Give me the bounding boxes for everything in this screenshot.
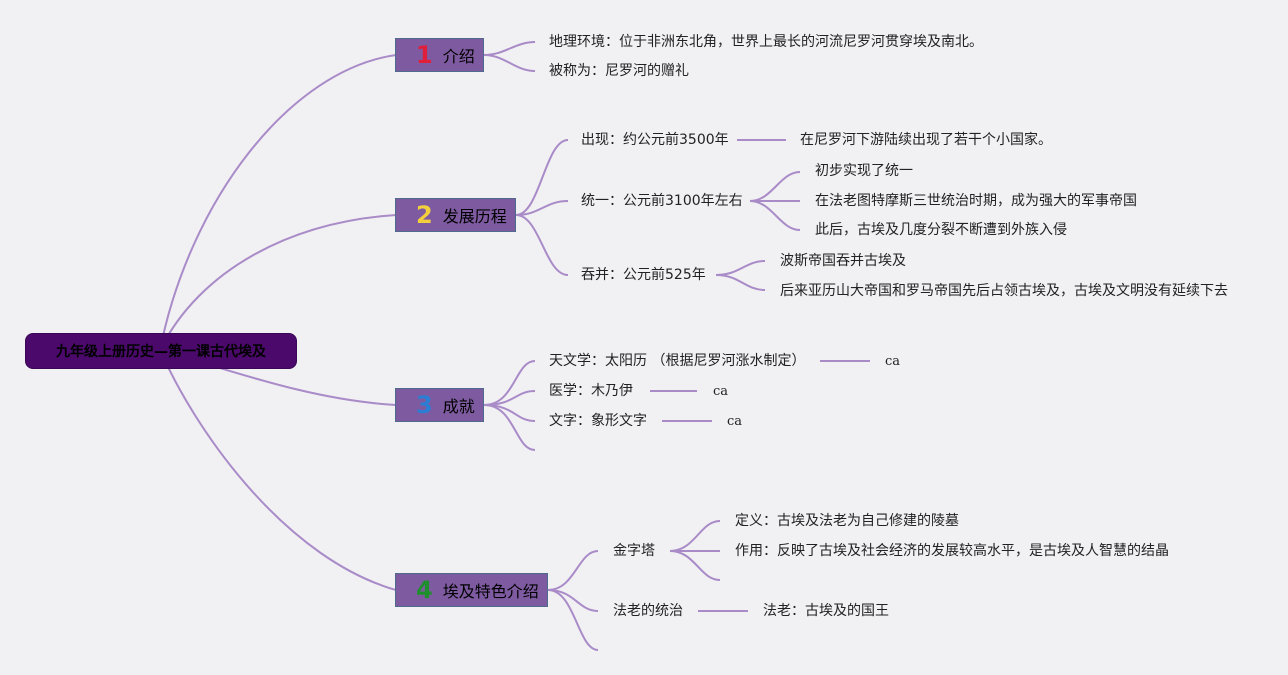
topic-development[interactable]: 2 发展历程 xyxy=(395,198,516,232)
achievement-astronomy-note[interactable]: ca xyxy=(885,354,901,369)
topic-label-egypt-features: 埃及特色介绍 xyxy=(442,582,539,601)
topic-achievements[interactable]: 3 成就 xyxy=(395,388,484,422)
feature-pyramid-definition[interactable]: 定义：古埃及法老为自己修建的陵墓 xyxy=(735,513,959,529)
feature-pyramid[interactable]: 金字塔 xyxy=(613,543,655,559)
history-unify[interactable]: 统一：公元前3100年左右 xyxy=(581,193,743,209)
history-appear-detail[interactable]: 在尼罗河下游陆续出现了若干个小国家。 xyxy=(800,132,1052,148)
intro-geography[interactable]: 地理环境：位于非洲东北角，世界上最长的河流尼罗河贯穿埃及南北。 xyxy=(549,34,983,50)
topic-label-introduction: 介绍 xyxy=(442,47,475,66)
history-unify-detail-1[interactable]: 初步实现了统一 xyxy=(815,163,913,179)
feature-pharaoh-detail[interactable]: 法老：古埃及的国王 xyxy=(763,603,889,619)
history-annex[interactable]: 吞并：公元前525年 xyxy=(581,267,706,283)
feature-pyramid-role[interactable]: 作用：反映了古埃及社会经济的发展较高水平，是古埃及人智慧的结晶 xyxy=(735,543,1169,559)
history-unify-detail-2[interactable]: 在法老图特摩斯三世统治时期，成为强大的军事帝国 xyxy=(815,193,1137,209)
achievement-writing[interactable]: 文字：象形文字 xyxy=(549,413,647,429)
topic-number-1: 1 xyxy=(416,41,433,69)
topic-number-4: 4 xyxy=(416,576,433,604)
intro-nickname[interactable]: 被称为：尼罗河的赠礼 xyxy=(549,63,689,79)
history-appear[interactable]: 出现：约公元前3500年 xyxy=(581,132,729,148)
achievement-medicine[interactable]: 医学：木乃伊 xyxy=(549,383,633,399)
achievement-astronomy[interactable]: 天文学：太阳历 （根据尼罗河涨水制定） xyxy=(549,353,806,369)
topic-label-development: 发展历程 xyxy=(442,207,507,226)
history-annex-detail-1[interactable]: 波斯帝国吞并古埃及 xyxy=(780,253,906,269)
root-title: 九年级上册历史—第一课古代埃及 xyxy=(56,344,266,360)
achievement-medicine-note[interactable]: ca xyxy=(713,384,729,399)
root-node[interactable]: 九年级上册历史—第一课古代埃及 xyxy=(25,333,297,369)
topic-number-3: 3 xyxy=(416,391,433,419)
topic-label-achievements: 成就 xyxy=(442,397,475,416)
topic-egypt-features[interactable]: 4 埃及特色介绍 xyxy=(395,573,548,607)
achievement-writing-note[interactable]: ca xyxy=(727,414,743,429)
history-annex-detail-2[interactable]: 后来亚历山大帝国和罗马帝国先后占领古埃及，古埃及文明没有延续下去 xyxy=(780,283,1228,299)
history-unify-detail-3[interactable]: 此后，古埃及几度分裂不断遭到外族入侵 xyxy=(815,222,1067,238)
topic-introduction[interactable]: 1 介绍 xyxy=(395,38,484,72)
feature-pharaoh-rule[interactable]: 法老的统治 xyxy=(613,603,683,619)
topic-number-2: 2 xyxy=(416,201,433,229)
